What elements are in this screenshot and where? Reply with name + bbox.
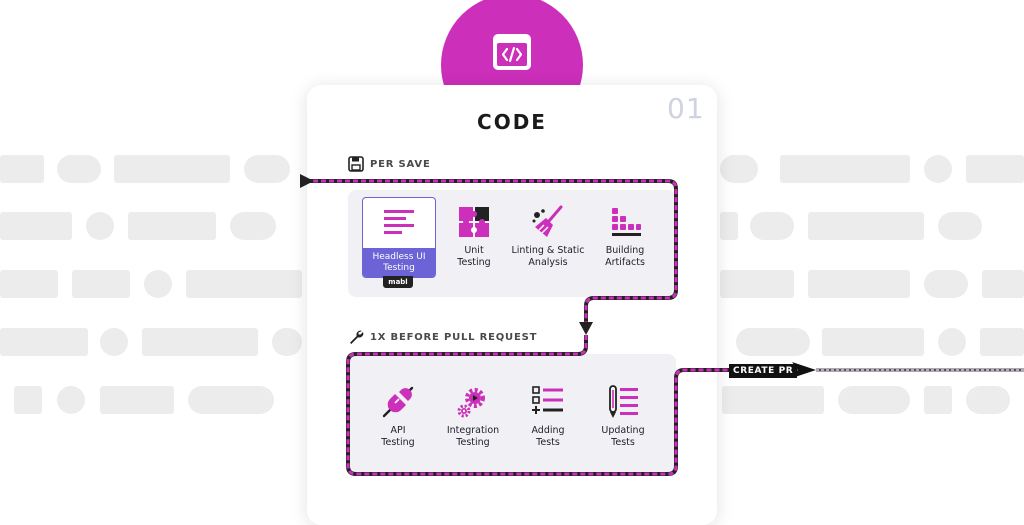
text-lines-icon — [384, 210, 414, 234]
bg-shape — [128, 212, 216, 240]
bg-shape — [14, 386, 42, 414]
bg-shape — [808, 212, 924, 240]
bg-shape — [722, 386, 824, 414]
bg-shape — [230, 212, 276, 240]
create-pr-label: CREATE PR — [729, 364, 798, 378]
bg-shape — [822, 328, 924, 356]
item-label: Updating Tests — [601, 425, 645, 448]
bg-shape — [980, 328, 1024, 356]
unit-testing-item[interactable]: Unit Testing — [444, 205, 504, 269]
bg-shape — [72, 270, 130, 298]
bg-shape — [750, 212, 794, 240]
edit-list-icon — [609, 385, 638, 418]
bg-shape — [938, 328, 966, 356]
plug-icon — [382, 386, 414, 418]
item-label: Integration Testing — [446, 425, 500, 448]
gears-icon — [457, 388, 485, 418]
bg-shape — [720, 270, 794, 298]
bg-shape — [0, 155, 44, 183]
add-list-icon — [532, 386, 563, 414]
item-label: Unit Testing — [457, 245, 491, 268]
bg-shape — [982, 270, 1024, 298]
section-label-per-save: PER SAVE — [370, 159, 431, 170]
section-label-before-pr: 1X BEFORE PULL REQUEST — [370, 332, 538, 343]
bg-shape — [86, 212, 114, 240]
bg-shape — [966, 155, 1024, 183]
api-testing-item[interactable]: API Testing — [371, 385, 425, 449]
item-label: Building Artifacts — [605, 245, 645, 268]
bg-shape — [838, 386, 910, 414]
bg-shape — [244, 155, 290, 183]
broom-icon — [532, 205, 563, 237]
item-label: Adding Tests — [531, 425, 565, 448]
bg-shape — [924, 155, 952, 183]
mabl-badge: mabl — [383, 276, 413, 288]
blocks-icon — [612, 208, 641, 236]
bg-shape — [780, 155, 910, 183]
bg-shape — [736, 328, 810, 356]
bg-shape — [720, 212, 738, 240]
code-window-icon — [493, 34, 531, 70]
step-number: 01 — [667, 92, 705, 125]
item-label: Linting & Static Analysis — [511, 245, 585, 268]
bg-shape — [57, 155, 101, 183]
floppy-disk-icon — [348, 156, 364, 172]
bg-shape — [808, 270, 910, 298]
bg-shape — [966, 386, 1010, 414]
bg-shape — [0, 328, 88, 356]
bg-shape — [186, 270, 302, 298]
integration-testing-item[interactable]: Integration Testing — [441, 385, 505, 449]
bg-shape — [924, 270, 968, 298]
bg-shape — [100, 328, 128, 356]
wrench-icon — [350, 330, 364, 344]
item-label: API Testing — [381, 425, 415, 448]
updating-tests-item[interactable]: Updating Tests — [596, 385, 650, 449]
bg-shape — [57, 386, 85, 414]
linting-item[interactable]: Linting & Static Analysis — [511, 205, 585, 269]
bg-shape — [938, 212, 982, 240]
puzzle-icon — [459, 207, 489, 237]
bg-shape — [924, 386, 952, 414]
bg-shape — [114, 155, 230, 183]
bg-shape — [100, 386, 174, 414]
bg-shape — [0, 270, 58, 298]
bg-shape — [272, 328, 302, 356]
bg-shape — [142, 328, 258, 356]
bg-shape — [720, 155, 758, 183]
bg-shape — [144, 270, 172, 298]
card-title: CODE — [477, 110, 547, 134]
adding-tests-item[interactable]: Adding Tests — [522, 385, 574, 449]
item-label: Headless UI Testing — [372, 252, 426, 273]
building-artifacts-item[interactable]: Building Artifacts — [595, 205, 655, 269]
bg-shape — [188, 386, 274, 414]
bg-shape — [0, 212, 72, 240]
headless-ui-testing-card[interactable]: Headless UI Testing — [362, 197, 436, 278]
